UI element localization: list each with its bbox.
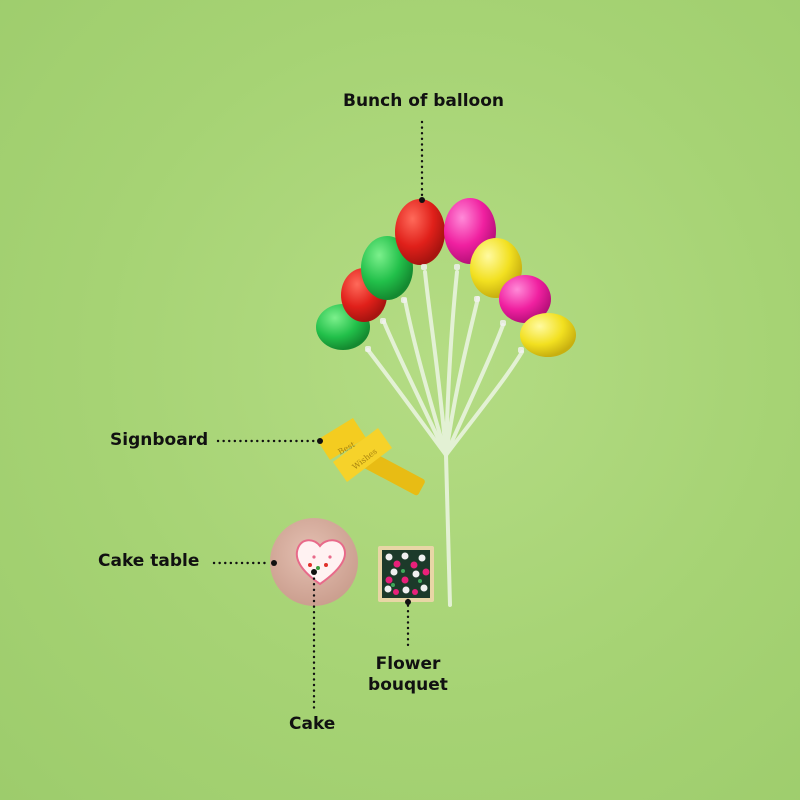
flower-bouquet (378, 546, 434, 602)
label-bunch-of-balloon: Bunch of balloon (343, 91, 505, 111)
label-flower-line2: bouquet (368, 675, 448, 696)
balloon-pink-right (499, 275, 551, 323)
balloon-red-top (395, 199, 445, 265)
balloon-green-top (361, 236, 413, 300)
signboard: Best Wishes (317, 418, 425, 496)
label-flower-bouquet: Flower bouquet (358, 654, 458, 697)
label-flower-line1: Flower (375, 654, 441, 674)
balloon-bunch (316, 198, 576, 357)
heart-cake (295, 539, 346, 586)
balloon-yellow-right (520, 313, 576, 357)
leader-lines (212, 120, 424, 712)
label-signboard: Signboard (110, 430, 209, 450)
label-cake: Cake (289, 714, 336, 734)
leader-dots (271, 197, 425, 605)
label-cake-table: Cake table (98, 551, 200, 571)
balloon-sticks (366, 270, 524, 607)
